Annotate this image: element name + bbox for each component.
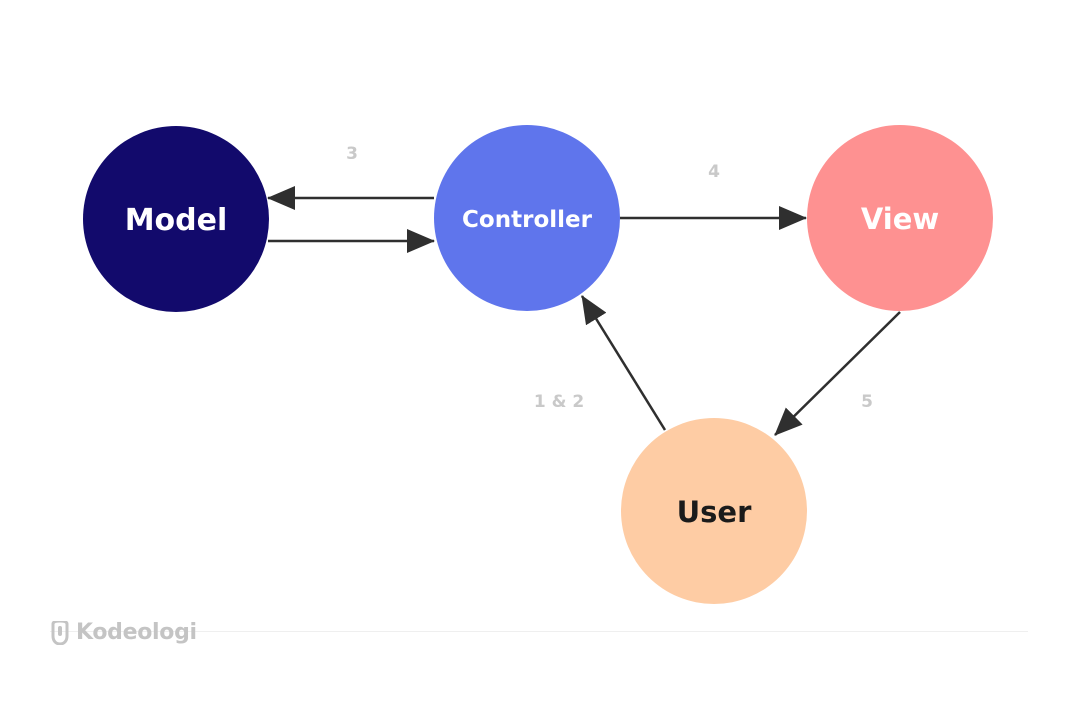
node-user-label: User [677, 495, 752, 529]
node-controller-label: Controller [462, 207, 593, 233]
edges [267, 186, 901, 436]
brand-logo: Kodeologi [50, 620, 197, 645]
edge-user-to-controller [580, 295, 667, 431]
step-label-5: 5 [861, 392, 873, 412]
node-controller-circle [434, 125, 620, 311]
node-view-label: View [861, 202, 939, 236]
node-view: View [807, 125, 993, 311]
step-label-1-and-2: 1 & 2 [534, 392, 584, 412]
step-label-4: 4 [708, 162, 720, 182]
node-model: Model [83, 126, 269, 312]
step-labels: 3 4 5 1 & 2 [346, 144, 873, 412]
node-user-circle [621, 418, 807, 604]
step-label-3: 3 [346, 144, 358, 164]
node-view-circle [807, 125, 993, 311]
node-model-label: Model [125, 203, 228, 238]
kodeologi-logo-icon [51, 620, 69, 645]
node-model-circle [83, 126, 269, 312]
edge-view-to-user [774, 311, 901, 436]
node-controller: Controller [434, 125, 620, 311]
footer-divider [50, 631, 1028, 632]
brand-name: Kodeologi [76, 620, 197, 645]
node-user: User [621, 418, 807, 604]
